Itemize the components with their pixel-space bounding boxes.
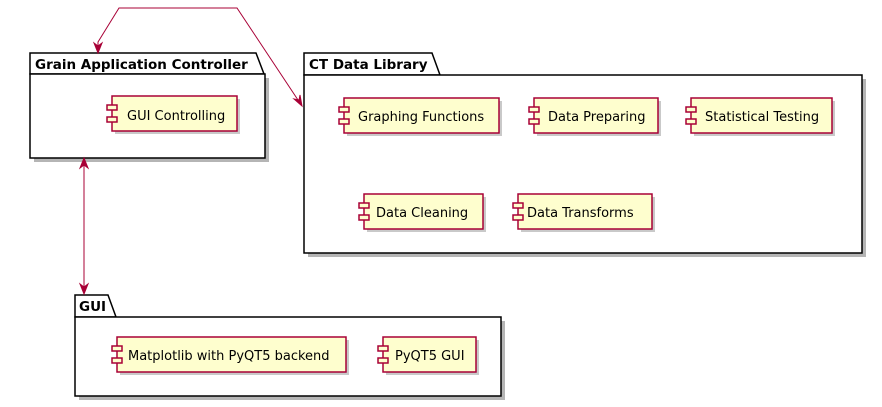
component-label: Data Transforms: [527, 206, 634, 221]
component-box: [517, 193, 653, 230]
component-label: Graphing Functions: [358, 110, 484, 125]
link-path: [97, 7, 301, 104]
package-title: GUI: [79, 299, 106, 315]
component-box: [382, 336, 477, 373]
component-port-top: [106, 104, 118, 111]
package-ct-data-library: CT Data Library Graphing Functions Data …: [303, 52, 866, 257]
component-data-transforms[interactable]: Data Transforms: [512, 193, 655, 232]
component-port-top: [528, 106, 540, 113]
component-port-top: [512, 202, 524, 209]
component-port-top: [358, 202, 370, 209]
component-pyqt5-gui[interactable]: PyQT5 GUI: [377, 336, 479, 375]
component-port-top: [338, 106, 350, 113]
component-statistical-testing[interactable]: Statistical Testing: [685, 97, 835, 136]
component-label: GUI Controlling: [127, 109, 225, 124]
component-data-cleaning[interactable]: Data Cleaning: [358, 193, 486, 232]
component-port-bottom: [685, 118, 697, 125]
package-gui: GUI Matplotlib with PyQT5 backend PyQT5 …: [74, 294, 505, 400]
component-graphing-functions[interactable]: Graphing Functions: [338, 97, 502, 136]
component-matplotlib-pyqt5-backend[interactable]: Matplotlib with PyQT5 backend: [111, 336, 349, 375]
link-controller-to-gui: [78, 156, 90, 296]
component-port-top: [111, 345, 123, 352]
component-box: [690, 97, 833, 134]
component-port-bottom: [512, 214, 524, 221]
component-gui-controlling[interactable]: GUI Controlling: [106, 95, 240, 134]
arrowhead-controller: [78, 156, 90, 170]
component-box: [111, 95, 238, 132]
component-port-bottom: [358, 214, 370, 221]
arrowhead-controller: [92, 41, 104, 55]
component-box: [533, 97, 659, 134]
component-port-top: [685, 106, 697, 113]
component-label: Matplotlib with PyQT5 backend: [128, 349, 330, 364]
component-data-preparing[interactable]: Data Preparing: [528, 97, 661, 136]
component-box: [343, 97, 500, 134]
component-label: Statistical Testing: [705, 110, 819, 125]
component-label: Data Cleaning: [376, 206, 468, 221]
package-title: Grain Application Controller: [35, 57, 248, 73]
component-port-bottom: [528, 118, 540, 125]
arrowhead-ct-data-library: [292, 94, 303, 108]
package-title: CT Data Library: [309, 57, 428, 73]
component-label: PyQT5 GUI: [395, 349, 465, 364]
component-label: Data Preparing: [548, 110, 646, 125]
component-port-bottom: [377, 357, 389, 364]
component-box: [116, 336, 347, 373]
component-port-bottom: [111, 357, 123, 364]
arrowhead-gui: [78, 282, 90, 296]
component-box: [363, 193, 484, 230]
component-port-top: [377, 345, 389, 352]
component-port-bottom: [106, 116, 118, 123]
component-port-bottom: [338, 118, 350, 125]
package-grain-application-controller: Grain Application Controller GUI Control…: [29, 52, 269, 162]
link-controller-to-ct-data-library: [92, 7, 303, 108]
